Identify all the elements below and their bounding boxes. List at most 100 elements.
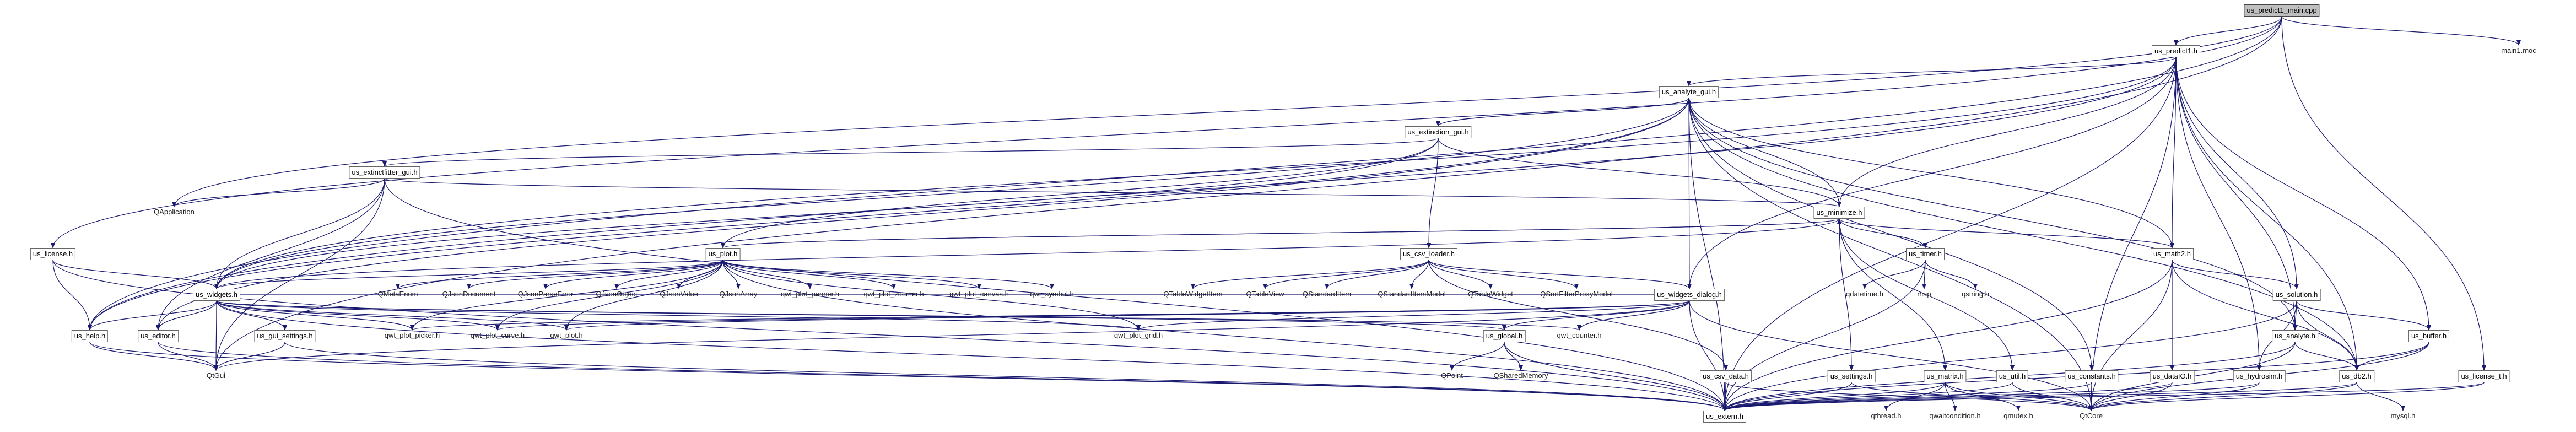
edge-gui_settings-to-extern bbox=[284, 342, 1727, 411]
edge-extinction_gui-to-plot bbox=[721, 138, 1439, 249]
edge-minimize-to-util bbox=[1839, 218, 2015, 371]
constants-node[interactable]: us_constants.h bbox=[2065, 370, 2119, 382]
license-t-node[interactable]: us_license_t.h bbox=[2458, 370, 2510, 382]
global-node[interactable]: us_global.h bbox=[1483, 330, 1526, 342]
edge-widgets_dialog-to-qwt_plot_grid bbox=[1136, 300, 1690, 331]
edge-predict1-to-qtcore bbox=[2089, 57, 2177, 411]
qjsonparseerror-node: QJsonParseError bbox=[517, 290, 574, 298]
qdatetime-node: qdatetime.h bbox=[1846, 290, 1883, 298]
edge-extinction_gui-to-minimize bbox=[1438, 138, 1841, 207]
edge-minimize-to-timer bbox=[1839, 218, 1927, 249]
edge-widgets_dialog-to-qwt_plot bbox=[564, 300, 1690, 331]
edge-help-to-qtgui bbox=[89, 342, 218, 371]
edge-db2-to-qtcore bbox=[2089, 382, 2357, 411]
edge-widgets-to-extern bbox=[216, 300, 1727, 411]
edge-plot-to-qjsonobject bbox=[614, 260, 723, 289]
edge-minimize-to-math2 bbox=[1839, 218, 2174, 249]
edge-root-to-predict1 bbox=[2174, 16, 2282, 46]
edge-widgets-to-gui_settings bbox=[216, 300, 287, 331]
predict1-node[interactable]: us_predict1.h bbox=[2151, 45, 2201, 57]
edge-license_t-to-extern bbox=[1722, 382, 2485, 411]
dataio-node[interactable]: us_dataIO.h bbox=[2150, 370, 2195, 382]
settings-node[interactable]: us_settings.h bbox=[1827, 370, 1876, 382]
edge-widgets-to-qwt_plot_grid bbox=[216, 300, 1141, 331]
buffer-node[interactable]: us_buffer.h bbox=[2408, 330, 2450, 342]
widgets-node[interactable]: us_widgets.h bbox=[193, 289, 240, 301]
edge-editor-to-qtgui bbox=[158, 342, 218, 371]
analyte-node[interactable]: us_analyte.h bbox=[2272, 330, 2318, 342]
timer-node[interactable]: us_timer.h bbox=[1906, 248, 1945, 260]
edge-timer-to-qstring bbox=[1925, 260, 1978, 289]
widgets-dialog-node[interactable]: us_widgets_dialog.h bbox=[1654, 289, 1725, 301]
extinction-gui-node[interactable]: us_extinction_gui.h bbox=[1405, 126, 1472, 138]
edge-plot-to-qwt_symbol bbox=[722, 260, 1054, 289]
edge-extinctfitter_gui-to-qtgui bbox=[214, 178, 385, 371]
gui-settings-node[interactable]: us_gui_settings.h bbox=[254, 330, 316, 342]
edge-db2-to-extern bbox=[1722, 382, 2357, 411]
edge-plot-to-widgets bbox=[214, 260, 723, 289]
extinctfitter-gui-node[interactable]: us_extinctfitter_gui.h bbox=[349, 166, 420, 179]
root-file-node[interactable]: us_predict1_main.cpp bbox=[2244, 4, 2320, 17]
edge-plot-to-qjsonparseerror bbox=[543, 260, 723, 289]
qjsonobject-node: QJsonObject bbox=[596, 290, 638, 298]
edge-timer-to-qdatetime bbox=[1862, 260, 1926, 289]
edge-widgets-to-qwt_plot_curve bbox=[216, 300, 500, 331]
edge-analyte_gui-to-analyte bbox=[1688, 98, 2297, 331]
edge-plot-to-minimize bbox=[722, 218, 1841, 249]
edge-matrix-to-extern bbox=[1722, 382, 1946, 411]
edge-csv_loader-to-qsortfilterproxymodel bbox=[1428, 260, 1579, 289]
analyte-gui-node[interactable]: us_analyte_gui.h bbox=[1659, 86, 1719, 98]
qsortfilterproxymodel-node: QSortFilterProxyModel bbox=[1540, 290, 1613, 298]
edge-minimize-to-settings bbox=[1839, 218, 1854, 371]
csv-data-node[interactable]: us_csv_data.h bbox=[1700, 370, 1752, 382]
edge-license_h-to-widgets bbox=[52, 260, 219, 289]
edge-csv_loader-to-qstandarditem bbox=[1325, 260, 1429, 289]
edge-constants-to-extern bbox=[1722, 382, 2092, 411]
qpoint-node: QPoint bbox=[1441, 371, 1463, 380]
edge-timer-to-extern bbox=[1722, 260, 1926, 411]
edge-root-to-qapplication bbox=[172, 16, 2282, 207]
edge-minimize-to-matrix bbox=[1839, 218, 1947, 371]
help-node[interactable]: us_help.h bbox=[71, 330, 109, 342]
util-node[interactable]: us_util.h bbox=[1996, 370, 2029, 382]
qtgui-node: QtGui bbox=[207, 371, 225, 380]
qstandarditemmodel-node: QStandardItemModel bbox=[1378, 290, 1446, 298]
license-node[interactable]: us_license.h bbox=[30, 248, 76, 260]
minimize-node[interactable]: us_minimize.h bbox=[1813, 207, 1865, 219]
edge-extinctfitter_gui-to-editor bbox=[156, 178, 385, 331]
edge-predict1-to-widgets_dialog bbox=[1687, 57, 2177, 289]
qjsondocument-node: QJsonDocument bbox=[442, 290, 496, 298]
matrix-node[interactable]: us_matrix.h bbox=[1924, 370, 1967, 382]
hydrosim-node[interactable]: us_hydrosim.h bbox=[2233, 370, 2286, 382]
edge-extinction_gui-to-csv_loader bbox=[1427, 138, 1439, 249]
edge-widgets-to-qwt_plot bbox=[216, 300, 569, 331]
edge-predict1-to-minimize bbox=[1837, 57, 2177, 207]
edge-widgets-to-editor bbox=[156, 300, 217, 331]
extern-node[interactable]: us_extern.h bbox=[1703, 411, 1746, 423]
mysql-node: mysql.h bbox=[2390, 412, 2416, 420]
editor-node[interactable]: us_editor.h bbox=[138, 330, 179, 342]
edge-extinction_gui-to-analyte_gui bbox=[1438, 98, 1691, 127]
main1-moc-node: main1.moc bbox=[2501, 46, 2536, 55]
qwt-plot-panner-node: qwt_plot_panner.h bbox=[780, 290, 840, 298]
edge-gui_settings-to-qtgui bbox=[214, 342, 285, 371]
edge-hydrosim-to-extern bbox=[1722, 382, 2260, 411]
qapplication-node: QApplication bbox=[154, 208, 195, 216]
edge-root-to-qtgui bbox=[214, 16, 2282, 371]
edge-plot-to-qmetaenum bbox=[396, 260, 723, 289]
edge-constants-to-qtcore bbox=[2089, 382, 2094, 411]
csv-loader-node[interactable]: us_csv_loader.h bbox=[1400, 248, 1457, 260]
edge-widgets_dialog-to-qtgui bbox=[214, 300, 1690, 371]
edge-analyte_gui-to-constants bbox=[1688, 98, 2094, 371]
db2-node[interactable]: us_db2.h bbox=[2339, 370, 2374, 382]
edge-settings-to-qtcore bbox=[1851, 382, 2093, 411]
edge-analyte_gui-to-editor bbox=[156, 98, 1689, 331]
edge-analyte_gui-to-help bbox=[88, 98, 1689, 331]
math2-node[interactable]: us_math2.h bbox=[2151, 248, 2194, 260]
plot-node[interactable]: us_plot.h bbox=[705, 248, 741, 260]
edge-analyte_gui-to-qtcore bbox=[1688, 98, 2093, 411]
solution-node[interactable]: us_solution.h bbox=[2272, 289, 2321, 301]
edge-dataio-to-extern bbox=[1722, 382, 2173, 411]
qmetaenum-node: QMetaEnum bbox=[377, 290, 418, 298]
